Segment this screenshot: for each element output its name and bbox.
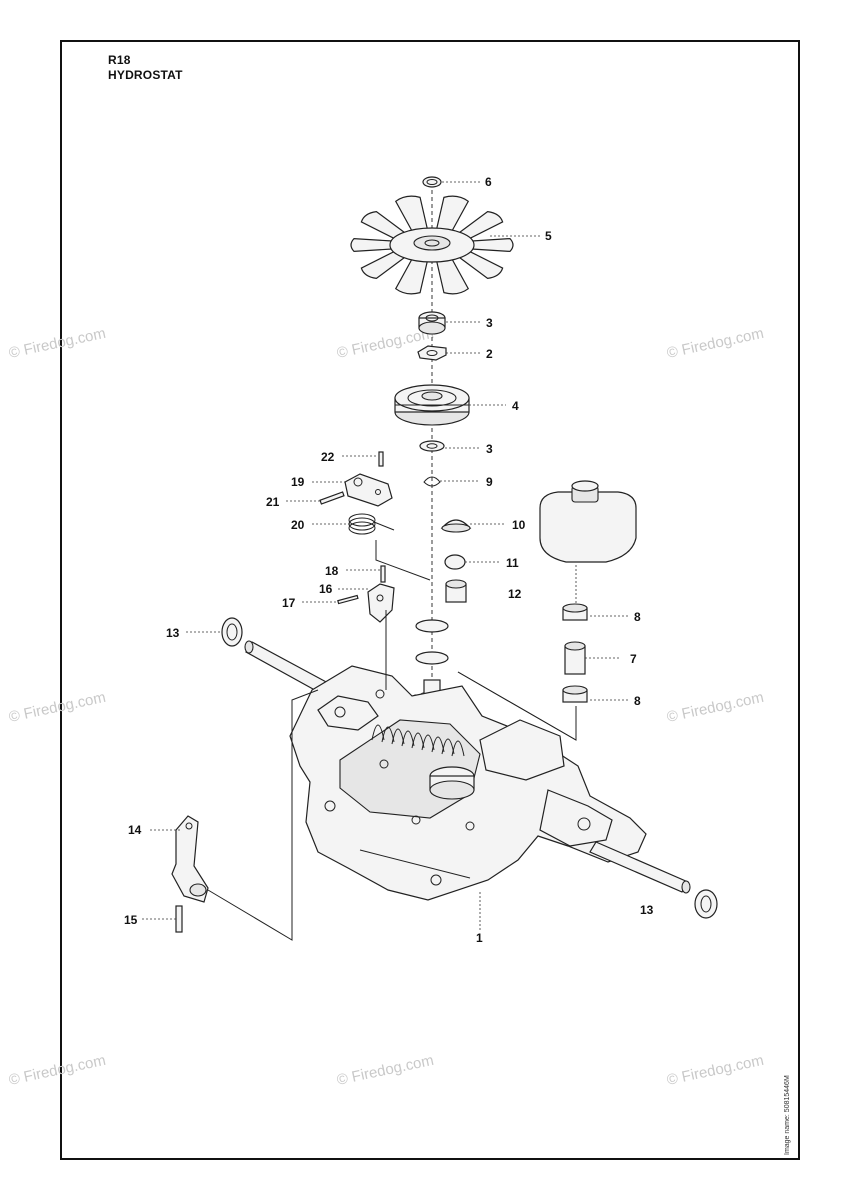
- callout-label: 6: [485, 175, 492, 189]
- fan-blade: [458, 210, 504, 240]
- callout-label: 9: [486, 475, 493, 489]
- lever-plate-part: [344, 473, 393, 507]
- callout-label: 4: [512, 399, 519, 413]
- right-axle-part: [589, 841, 691, 894]
- assembly-lines: [207, 540, 577, 941]
- callout-label: 11: [506, 556, 519, 570]
- callout-label: 5: [545, 229, 552, 243]
- callout-label: 14: [128, 823, 142, 837]
- pin-part: [378, 451, 384, 467]
- diagram-frame: [60, 40, 800, 1160]
- fan-blade: [471, 237, 514, 253]
- hose-clamp-part: [562, 685, 588, 703]
- callout-label: 1: [476, 931, 483, 945]
- watermark: © Firedog.com: [665, 325, 765, 362]
- callout-label: 7: [630, 652, 637, 666]
- pulley-part: [394, 384, 470, 426]
- callout-label: 13: [166, 626, 180, 640]
- callout-label: 15: [124, 913, 138, 927]
- leader-lines: [142, 181, 628, 930]
- plug-part: [444, 554, 466, 570]
- fan-blade: [350, 237, 393, 253]
- pin-part: [337, 594, 359, 605]
- pin-part: [175, 905, 183, 933]
- valve-part: [445, 579, 467, 603]
- callout-label: 3: [486, 442, 493, 456]
- bushing-part: [418, 311, 446, 335]
- watermark: © Firedog.com: [7, 1052, 107, 1089]
- diagram-title: HYDROSTAT: [108, 68, 183, 82]
- fan-blade: [458, 250, 504, 280]
- hose-part: [564, 641, 586, 675]
- washer-part: [417, 345, 447, 361]
- callout-label: 18: [325, 564, 339, 578]
- callout-label: 13: [640, 903, 654, 917]
- diagram-code: R18: [108, 53, 131, 67]
- fan-blade: [360, 210, 406, 240]
- callout-label: 2: [486, 347, 493, 361]
- bushing-part: [419, 440, 445, 452]
- fan-part: [350, 195, 514, 295]
- fan-blade: [360, 250, 406, 280]
- axle-seal-part: [221, 617, 243, 647]
- control-link-part: [367, 583, 395, 623]
- fan-blade: [394, 258, 428, 295]
- watermark: © Firedog.com: [665, 689, 765, 726]
- callout-label: 19: [291, 475, 305, 489]
- callout-labels: 6 5 3 2 4 3 9 22 19 21 20 10 11 12 18 16…: [124, 175, 654, 945]
- left-axle-part: [244, 640, 331, 695]
- control-arm-part: [171, 815, 209, 903]
- pin-part: [380, 565, 386, 583]
- cap-part: [440, 519, 472, 533]
- watermark: © Firedog.com: [335, 1052, 435, 1089]
- fan-blade: [436, 258, 470, 295]
- retaining-ring-part: [422, 176, 442, 188]
- callout-label: 12: [508, 587, 522, 601]
- callout-label: 21: [266, 495, 280, 509]
- hose-clamp-part: [562, 603, 588, 621]
- reservoir-tank-part: [539, 480, 637, 563]
- callout-label: 20: [291, 518, 305, 532]
- axle-seal-part: [694, 889, 718, 919]
- watermark: © Firedog.com: [7, 689, 107, 726]
- fan-blade: [394, 195, 428, 232]
- callout-label: 10: [512, 518, 526, 532]
- transaxle-housing-part: [289, 665, 647, 901]
- callout-label: 3: [486, 316, 493, 330]
- callout-label: 8: [634, 694, 641, 708]
- watermark: © Firedog.com: [665, 1052, 765, 1089]
- fan-blade: [436, 195, 470, 232]
- cooling-fin: [451, 740, 465, 757]
- pin-part: [319, 491, 345, 505]
- callout-label: 22: [321, 450, 335, 464]
- callout-label: 17: [282, 596, 296, 610]
- spring-part: [348, 513, 395, 535]
- callout-label: 16: [319, 582, 333, 596]
- callout-label: 8: [634, 610, 641, 624]
- clip-part: [423, 476, 441, 487]
- watermark: © Firedog.com: [7, 325, 107, 362]
